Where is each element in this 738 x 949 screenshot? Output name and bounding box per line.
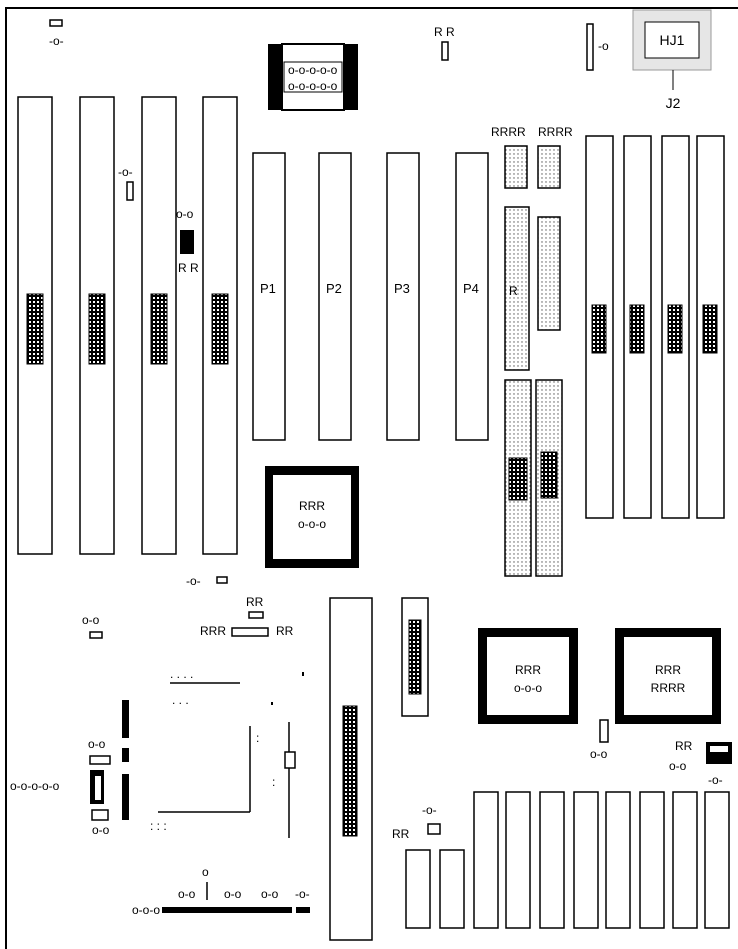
svg-text:o-o: o-o xyxy=(178,887,196,901)
board-outline xyxy=(5,7,738,949)
short-slot xyxy=(639,791,665,929)
memory-slots-right xyxy=(585,135,725,519)
svg-text:o-o: o-o xyxy=(82,613,100,627)
svg-text:RRR: RRR xyxy=(299,499,325,513)
short-slot xyxy=(704,791,730,929)
pci-slots: P1 P2 P3 P4 xyxy=(252,152,489,441)
connector-strip-top-right: -o xyxy=(586,23,609,71)
svg-text:RR: RR xyxy=(675,739,693,753)
short-slots-bottom xyxy=(405,791,730,929)
svg-text:R R: R R xyxy=(434,25,455,39)
pci-slot-label: P4 xyxy=(463,281,479,296)
svg-text:o-o: o-o xyxy=(224,887,242,901)
j2-callout-label: J2 xyxy=(666,95,681,111)
svg-text:RRRR: RRRR xyxy=(651,681,686,695)
svg-text:-o-: -o- xyxy=(186,574,201,588)
short-slot xyxy=(539,791,565,929)
jumper-slot-area: -o- o-o R R xyxy=(118,165,199,275)
jumpers-middle: -o- RR RRR RR o-o xyxy=(82,574,294,639)
svg-text:. . . .: . . . . xyxy=(170,667,193,681)
svg-text:: : :: : : : xyxy=(150,819,167,833)
chip-bottom-middle: RRR o-o-o xyxy=(478,628,578,724)
svg-text:o-o: o-o xyxy=(669,759,687,773)
svg-text:o-o: o-o xyxy=(261,887,279,901)
svg-text:RRRR: RRRR xyxy=(491,125,526,139)
memory-slot xyxy=(623,135,652,519)
memory-slot xyxy=(696,135,725,519)
svg-text:-o-: -o- xyxy=(422,803,437,817)
circuit-area: . . . . . . . : : : : : xyxy=(122,667,304,838)
svg-text:R R: R R xyxy=(178,261,199,275)
pci-slot-label: P1 xyxy=(260,281,276,296)
isa-slot xyxy=(17,96,53,555)
svg-text:-o-: -o- xyxy=(708,773,723,787)
svg-text:o-o: o-o xyxy=(590,747,608,761)
svg-text:-o-: -o- xyxy=(49,34,64,48)
cpu-socket-top: o-o-o-o-o o-o-o-o-o xyxy=(268,43,358,111)
pci-slot: P3 xyxy=(386,152,420,441)
svg-text:RR: RR xyxy=(246,595,264,609)
svg-text:RRRR: RRRR xyxy=(538,125,573,139)
short-slot xyxy=(405,849,431,929)
isa-slot xyxy=(141,96,177,555)
short-slot xyxy=(672,791,698,929)
svg-text:-o-: -o- xyxy=(118,165,133,179)
chip-bottom-right: RRR RRRR xyxy=(615,628,721,724)
isa-slot xyxy=(79,96,115,555)
svg-text:o-o-o: o-o-o xyxy=(298,517,326,531)
dotted-headers: RRRR RRRR R xyxy=(491,125,573,577)
svg-text:o-o-o-o-o: o-o-o-o-o xyxy=(288,63,338,77)
svg-text:o-o-o-o-o: o-o-o-o-o xyxy=(10,779,60,793)
isa-slot xyxy=(202,96,238,555)
svg-text:R: R xyxy=(509,284,518,298)
highlighted-component-hj1: HJ1 J2 xyxy=(632,9,712,111)
jumpers-bottom-right: o-o RR o-o -o- -o- RR xyxy=(392,719,732,841)
pci-slot: P2 xyxy=(318,152,352,441)
svg-text:RRR: RRR xyxy=(515,663,541,677)
jumper-top-left: -o- xyxy=(49,19,64,48)
svg-text:RR: RR xyxy=(276,624,294,638)
svg-text:RR: RR xyxy=(392,827,410,841)
bottom-vertical-connector xyxy=(329,597,373,941)
mid-vertical-connector xyxy=(401,597,429,717)
short-slot xyxy=(505,791,531,929)
svg-text:RRR: RRR xyxy=(655,663,681,677)
short-slot xyxy=(605,791,631,929)
pci-slot: P1 xyxy=(252,152,286,441)
pci-slot: P4 xyxy=(455,152,489,441)
svg-text:-o-: -o- xyxy=(295,887,310,901)
svg-text:o-o-o: o-o-o xyxy=(514,681,542,695)
svg-text:o-o: o-o xyxy=(92,823,110,837)
pci-slot-label: P3 xyxy=(394,281,410,296)
chipset-center: RRR o-o-o xyxy=(265,466,359,568)
jumper-top-center: R R xyxy=(434,25,455,61)
svg-text:-o: -o xyxy=(598,39,609,53)
isa-slots-left xyxy=(17,96,238,555)
svg-text:o-o: o-o xyxy=(88,737,106,751)
svg-text:. . .: . . . xyxy=(172,693,189,707)
hj1-label: HJ1 xyxy=(660,32,685,48)
left-edge-connector: o-o o-o-o-o-o o-o xyxy=(10,737,111,837)
short-slot xyxy=(473,791,499,929)
svg-text:o-o: o-o xyxy=(176,207,194,221)
pci-slot-label: P2 xyxy=(326,281,342,296)
svg-text::: : xyxy=(256,731,259,745)
memory-slot xyxy=(661,135,690,519)
short-slot xyxy=(573,791,599,929)
svg-text:o-o-o-o-o: o-o-o-o-o xyxy=(288,79,338,93)
bottom-jumper-row: o o-o o-o o-o -o- o-o-o xyxy=(132,865,310,917)
svg-text:o-o-o: o-o-o xyxy=(132,903,160,917)
memory-slot xyxy=(585,135,614,519)
svg-text:RRR: RRR xyxy=(200,624,226,638)
svg-text:o: o xyxy=(202,865,209,879)
svg-text::: : xyxy=(272,775,275,789)
short-slot xyxy=(439,849,465,929)
